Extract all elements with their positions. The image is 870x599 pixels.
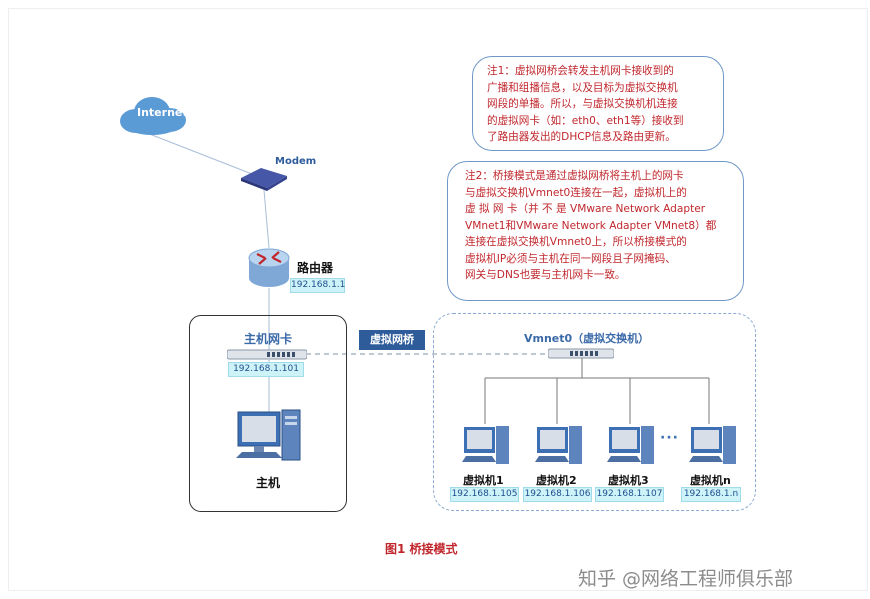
vm1-computer-icon: [462, 426, 509, 464]
host-nic-label: 主机网卡: [244, 332, 293, 346]
vmn-label: 虚拟机n: [690, 474, 731, 487]
vmnet0-box: [433, 313, 756, 511]
note-2-line: 虚 拟 网 卡（并 不 是 VMware Network Adapter: [465, 203, 706, 215]
note-2-line: VMnet1和VMware Network Adapter VMnet8）都: [465, 219, 717, 232]
host-nic-ip: 192.168.1.101: [228, 362, 304, 377]
note-2-line: 注2：桥接模式是通过虚拟网桥将主机上的网卡: [465, 170, 684, 182]
vm-ellipsis: ···: [660, 430, 679, 446]
note-2-line: 与虚拟交换机Vmnet0连接在一起，虚拟机上的: [465, 186, 687, 199]
vmn-computer-icon: [689, 426, 736, 464]
vmnet0-label: Vmnet0（虚拟交换机）: [524, 332, 650, 345]
vm2-ip: 192.168.1.106: [523, 487, 592, 502]
note-1: 注1：虚拟网桥会转发主机网卡接收到的 广播和组播信息，以及目标为虚拟交换机 网段…: [472, 56, 724, 151]
diagram-frame: [8, 8, 868, 591]
vm3-computer-icon: [607, 426, 654, 464]
vm3-label: 虚拟机3: [608, 474, 649, 487]
vm1-ip: 192.168.1.105: [450, 487, 519, 502]
zhihu-watermark: 知乎 @网络工程师俱乐部: [578, 568, 794, 590]
vm3-ip: 192.168.1.107: [595, 487, 664, 502]
note-2-line: 网关与DNS也要与主机网卡一致。: [465, 269, 626, 281]
note-1-line: 的虚拟网卡（如：eth0、eth1等）接收到: [487, 114, 684, 127]
note-2-line: 连接在虚拟交换机Vmnet0上，所以桥接模式的: [465, 236, 687, 248]
router-label: 路由器: [297, 261, 334, 275]
vm1-label: 虚拟机1: [463, 474, 504, 487]
host-nic-icon: [227, 349, 307, 360]
figure-caption: 图1 桥接模式: [385, 542, 458, 556]
vm2-label: 虚拟机2: [536, 474, 577, 487]
vm2-computer-icon: [535, 426, 582, 464]
note-1-line: 广播和组播信息，以及目标为虚拟交换机: [487, 81, 678, 94]
host-label: 主机: [256, 476, 281, 490]
router-icon: [248, 248, 290, 287]
internet-label: Internet: [137, 106, 188, 119]
host-computer-icon: [236, 409, 301, 461]
internet-cloud-icon: [120, 97, 186, 135]
vmnet0-switch-icon: [548, 348, 614, 359]
note-1-line: 网段的单播。所以，与虚拟交换机机连接: [487, 98, 678, 110]
note-1-line: 了路由器发出的DHCP信息及路由更新。: [487, 131, 676, 143]
modem-icon: [241, 168, 287, 191]
internet-modem-line: [146, 132, 258, 177]
note-1-line: 注1：虚拟网桥会转发主机网卡接收到的: [487, 65, 674, 77]
note-2-line: 虚拟机IP必须与主机在同一网段且子网掩码、: [465, 252, 676, 265]
note-2: 注2：桥接模式是通过虚拟网桥将主机上的网卡 与虚拟交换机Vmnet0连接在一起，…: [447, 161, 744, 301]
modem-router-line: [263, 189, 270, 249]
vmn-ip: 192.168.1.n: [681, 487, 741, 502]
modem-label: Modem: [275, 156, 317, 167]
router-ip: 192.168.1.1: [290, 278, 345, 293]
virtual-bridge-badge: 虚拟网桥: [359, 330, 425, 350]
host-box: [189, 315, 347, 512]
